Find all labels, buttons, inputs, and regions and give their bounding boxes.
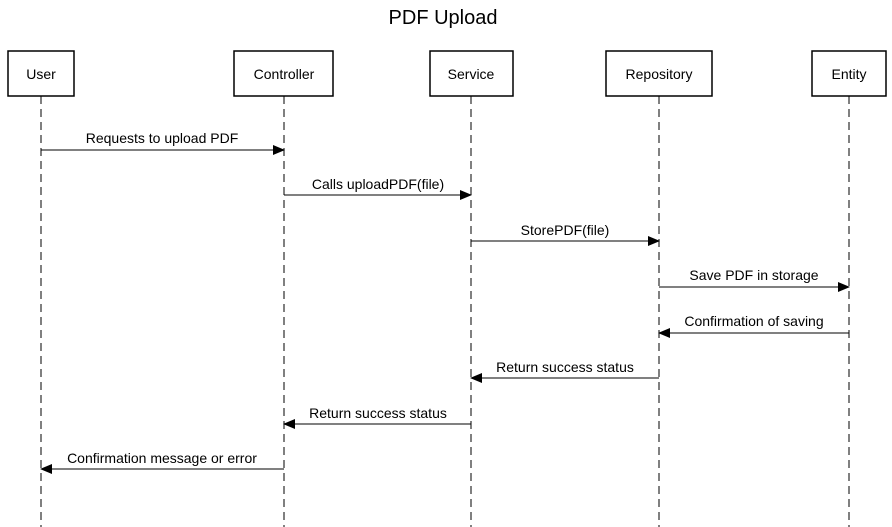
participant-entity: Entity (811, 50, 887, 527)
participant-service: Service (429, 50, 514, 527)
message-4: Save PDF in storage (659, 267, 850, 292)
participant-controller: Controller (233, 50, 334, 527)
message-6: Return success status (470, 359, 659, 383)
message-7: Return success status (283, 405, 471, 429)
message-label: Calls uploadPDF(file) (312, 176, 444, 192)
participant-user: User (7, 50, 75, 527)
participant-box-entity (811, 50, 887, 97)
diagram-title: PDF Upload (389, 7, 498, 29)
message-3: StorePDF(file) (471, 222, 660, 246)
message-label: Return success status (496, 359, 634, 375)
message-2: Calls uploadPDF(file) (284, 176, 472, 200)
message-label: Return success status (309, 405, 447, 421)
message-label: Save PDF in storage (689, 267, 818, 283)
participant-box-service (429, 50, 514, 97)
message-8: Confirmation message or error (40, 450, 284, 474)
participant-label-service: Service (448, 66, 495, 82)
message-label: Confirmation of saving (684, 313, 823, 329)
participant-box-repository (605, 50, 713, 97)
message-label: Confirmation message or error (67, 450, 257, 466)
message-label: Requests to upload PDF (86, 130, 239, 146)
participant-label-user: User (26, 66, 56, 82)
message-label: StorePDF(file) (521, 222, 610, 238)
participant-label-entity: Entity (831, 66, 866, 82)
message-5: Confirmation of saving (658, 313, 849, 338)
participant-label-repository: Repository (626, 66, 693, 82)
participant-label-controller: Controller (254, 66, 315, 82)
participant-box-controller (233, 50, 334, 97)
participant-box-user (7, 50, 75, 97)
participant-repository: Repository (605, 50, 713, 527)
message-1: Requests to upload PDF (41, 130, 285, 155)
